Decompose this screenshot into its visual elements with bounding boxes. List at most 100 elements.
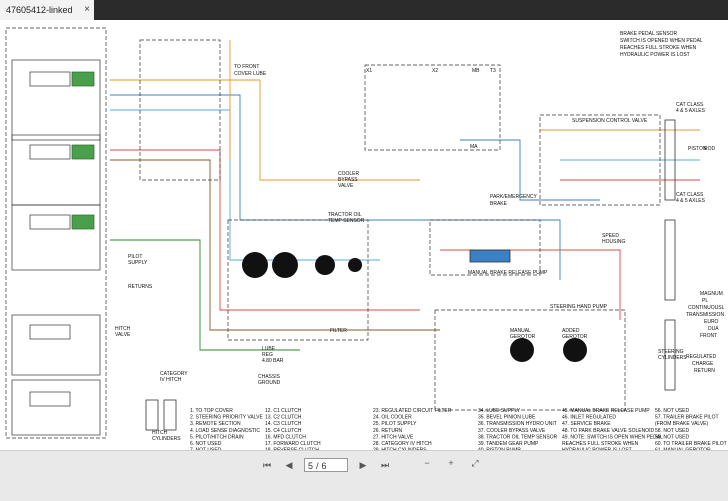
remote-valve-stack [5, 27, 107, 439]
t3-label: T3 [490, 68, 496, 74]
cooler-label-1: COOLER [338, 171, 360, 177]
park-brake-label-2: BRAKE [490, 201, 508, 207]
legend-entry: 24. OIL COOLER [373, 415, 412, 421]
pilot-supply-label-2: SUPPLY [128, 260, 148, 266]
legend-entry: 45. MANUAL BRAKE RELEASE PUMP [562, 408, 650, 414]
legend-entry: 4. LOAD SENSE DIAGNOSTIC [190, 428, 260, 434]
page-total: 6 [321, 461, 327, 471]
oil-temp-label-1: TRACTOR OIL [328, 212, 362, 218]
tab-bar: 47605412-linked pdf.pdf × [0, 0, 728, 35]
legend-entry: 39. TANDEM GEAR PUMP [478, 441, 539, 447]
lube-reg-label-3: 4.80 BAR [262, 358, 284, 364]
page-separator: / [316, 461, 319, 471]
legend-entry: REACHES FULL STROKE WHEN [562, 441, 639, 447]
legend-entry: 6. NOT USED [190, 441, 222, 447]
legend-entry: 5. PILOT/HITCH DRAIN [190, 434, 244, 440]
category-hitch-label-2: IV HITCH [160, 377, 182, 383]
axle-a-label-1: CAT CLASS [676, 102, 704, 108]
magnum-10: RETURN [694, 368, 715, 374]
speed-housing-label-2: HOUSING [602, 239, 625, 245]
legend-entry: 15. C4 CLUTCH [265, 428, 302, 434]
piston-label: PISTON [688, 146, 707, 152]
legend-entry: 49. NOTE: SWITCH IS OPEN WHEN PEDAL [562, 434, 663, 440]
added-gerotor-label-1: ADDED [562, 328, 580, 334]
first-page-icon[interactable]: ⏮ [262, 460, 272, 470]
legend-entry: 25. PILOT SUPPLY [373, 421, 417, 427]
close-tab-icon[interactable]: × [84, 4, 90, 15]
magnum-1: MAGNUM [700, 291, 723, 297]
hitch-cylinders-label-2: CYLINDERS [152, 436, 181, 442]
category-hitch-label-1: CATEGORY [160, 371, 188, 377]
manual-gerotor-label-2: GEROTOR [510, 334, 536, 340]
document-tab[interactable]: 47605412-linked pdf.pdf × [0, 0, 94, 35]
zoom-out-icon[interactable]: − [424, 458, 430, 468]
last-page-icon[interactable]: ⏭ [380, 460, 390, 470]
axle-b-label-2: 4 & 5 AXLES [676, 198, 706, 204]
ma-label: MA [470, 144, 478, 150]
oil-temp-label-2: TEMP SENSOR [328, 218, 365, 224]
legend-entry: 29. HITCH CYLINDERS [373, 448, 427, 450]
steering-cyl-label-2: CYLINDERS [658, 355, 687, 361]
added-gerotor-label-2: GEROTOR [562, 334, 588, 340]
legend-entry: 2. STEERING PRIORITY VALVE [190, 415, 263, 421]
pilot-supply-label-1: PILOT [128, 254, 142, 260]
hydraulic-schematic: SWITCH IS OPENED WHEN PEDAL REACHES FULL… [0, 20, 728, 450]
legend-entry: 60. TO TRAILER BRAKE PILOT [655, 441, 727, 447]
lube-reg-label-2: REG [262, 352, 273, 358]
magnum-8: REGULATED [686, 354, 717, 360]
legend-entry: 36. TRANSMISSION HYDRO UNIT [478, 421, 557, 427]
legend-entry: 17. FORWARD CLUTCH [265, 441, 321, 447]
magnum-5: EURO [704, 319, 719, 325]
axle-b-label-1: CAT CLASS [676, 192, 704, 198]
mb-label: MB [472, 68, 480, 74]
legend-entry: 16. MFD CLUTCH [265, 434, 306, 440]
legend-entry: 18. REVERSE CLUTCH [265, 448, 319, 450]
switch-note-line-2: REACHES FULL STROKE WHEN [620, 45, 697, 51]
legend-entry: 58. NOT USED [655, 428, 689, 434]
status-bar: ⏮ ◀ 5 / 6 ▶ ⏭ − + ⤢ [0, 450, 728, 501]
suspension-valve-label: SUSPENSION CONTROL VALVE [572, 118, 648, 124]
legend-entry: 37. COOLER BYPASS VALVE [478, 428, 546, 434]
legend-entry: 3. REMOTE SECTION [190, 421, 241, 427]
switch-note-line-1: SWITCH IS OPENED WHEN PEDAL [620, 38, 703, 44]
legend-entry: 48. TO PARK BRAKE VALVE SOLENOID [562, 428, 654, 434]
rod-label: ROD [704, 146, 716, 152]
legend-entry: HYDRAULIC POWER IS LOST [562, 448, 632, 450]
legend-entry: 40. PISTON PUMP [478, 448, 521, 450]
page-number-field[interactable]: 5 / 6 [304, 458, 348, 472]
pdf-viewer[interactable]: SWITCH IS OPENED WHEN PEDAL REACHES FULL… [0, 20, 728, 450]
filter-label: FILTER [330, 328, 347, 334]
hitch-cylinders-label-1: HITCH [152, 430, 168, 436]
prev-page-icon[interactable]: ◀ [285, 460, 293, 470]
legend-entry: 57. TRAILER BRAKE PILOT [655, 415, 719, 421]
fit-page-icon[interactable]: ⤢ [471, 458, 479, 468]
legend-entry: 12. C1 CLUTCH [265, 408, 302, 414]
magnum-2: PL [702, 298, 708, 304]
legend-entry: 61. MANUAL GEROTOR [655, 448, 711, 450]
x1-label: X1 [366, 68, 372, 74]
legend-entry: 47. SERVICE BRAKE [562, 421, 611, 427]
magnum-6: DUA [708, 326, 719, 332]
axle-a-label-2: 4 & 5 AXLES [676, 108, 706, 114]
legend-entry: 46. INLET REGULATED [562, 415, 616, 421]
legend-entry: 34. LUBE SUPPLY [478, 408, 521, 414]
returns-label: RETURNS [128, 284, 153, 290]
front-cover-label-2: COVER LUBE [234, 71, 267, 77]
steering-cyl-label-1: STEERING [658, 349, 684, 355]
next-page-icon[interactable]: ▶ [359, 460, 367, 470]
front-cover-label-1: TO FRONT [234, 64, 259, 70]
chassis-label-1: CHASSIS [258, 374, 281, 380]
legend-entry: 7. NOT USED [190, 448, 222, 450]
magnum-3: CONTINUOUSL [688, 305, 725, 311]
hitch-valve-label-2: VALVE [115, 332, 131, 338]
legend-entry: 28. CATEGORY IV HITCH [373, 441, 432, 447]
legend-entry: 56. NOT USED [655, 408, 689, 414]
magnum-9: CHARGE [692, 361, 714, 367]
legend-entry: 26. RETURN [373, 428, 403, 434]
legend-entry: 59. NOT USED [655, 434, 689, 440]
cooler-label-3: VALVE [338, 183, 354, 189]
zoom-in-icon[interactable]: + [448, 458, 454, 468]
x2-label: X2 [432, 68, 438, 74]
steering-pump-label: STEERING HAND PUMP [550, 304, 608, 310]
